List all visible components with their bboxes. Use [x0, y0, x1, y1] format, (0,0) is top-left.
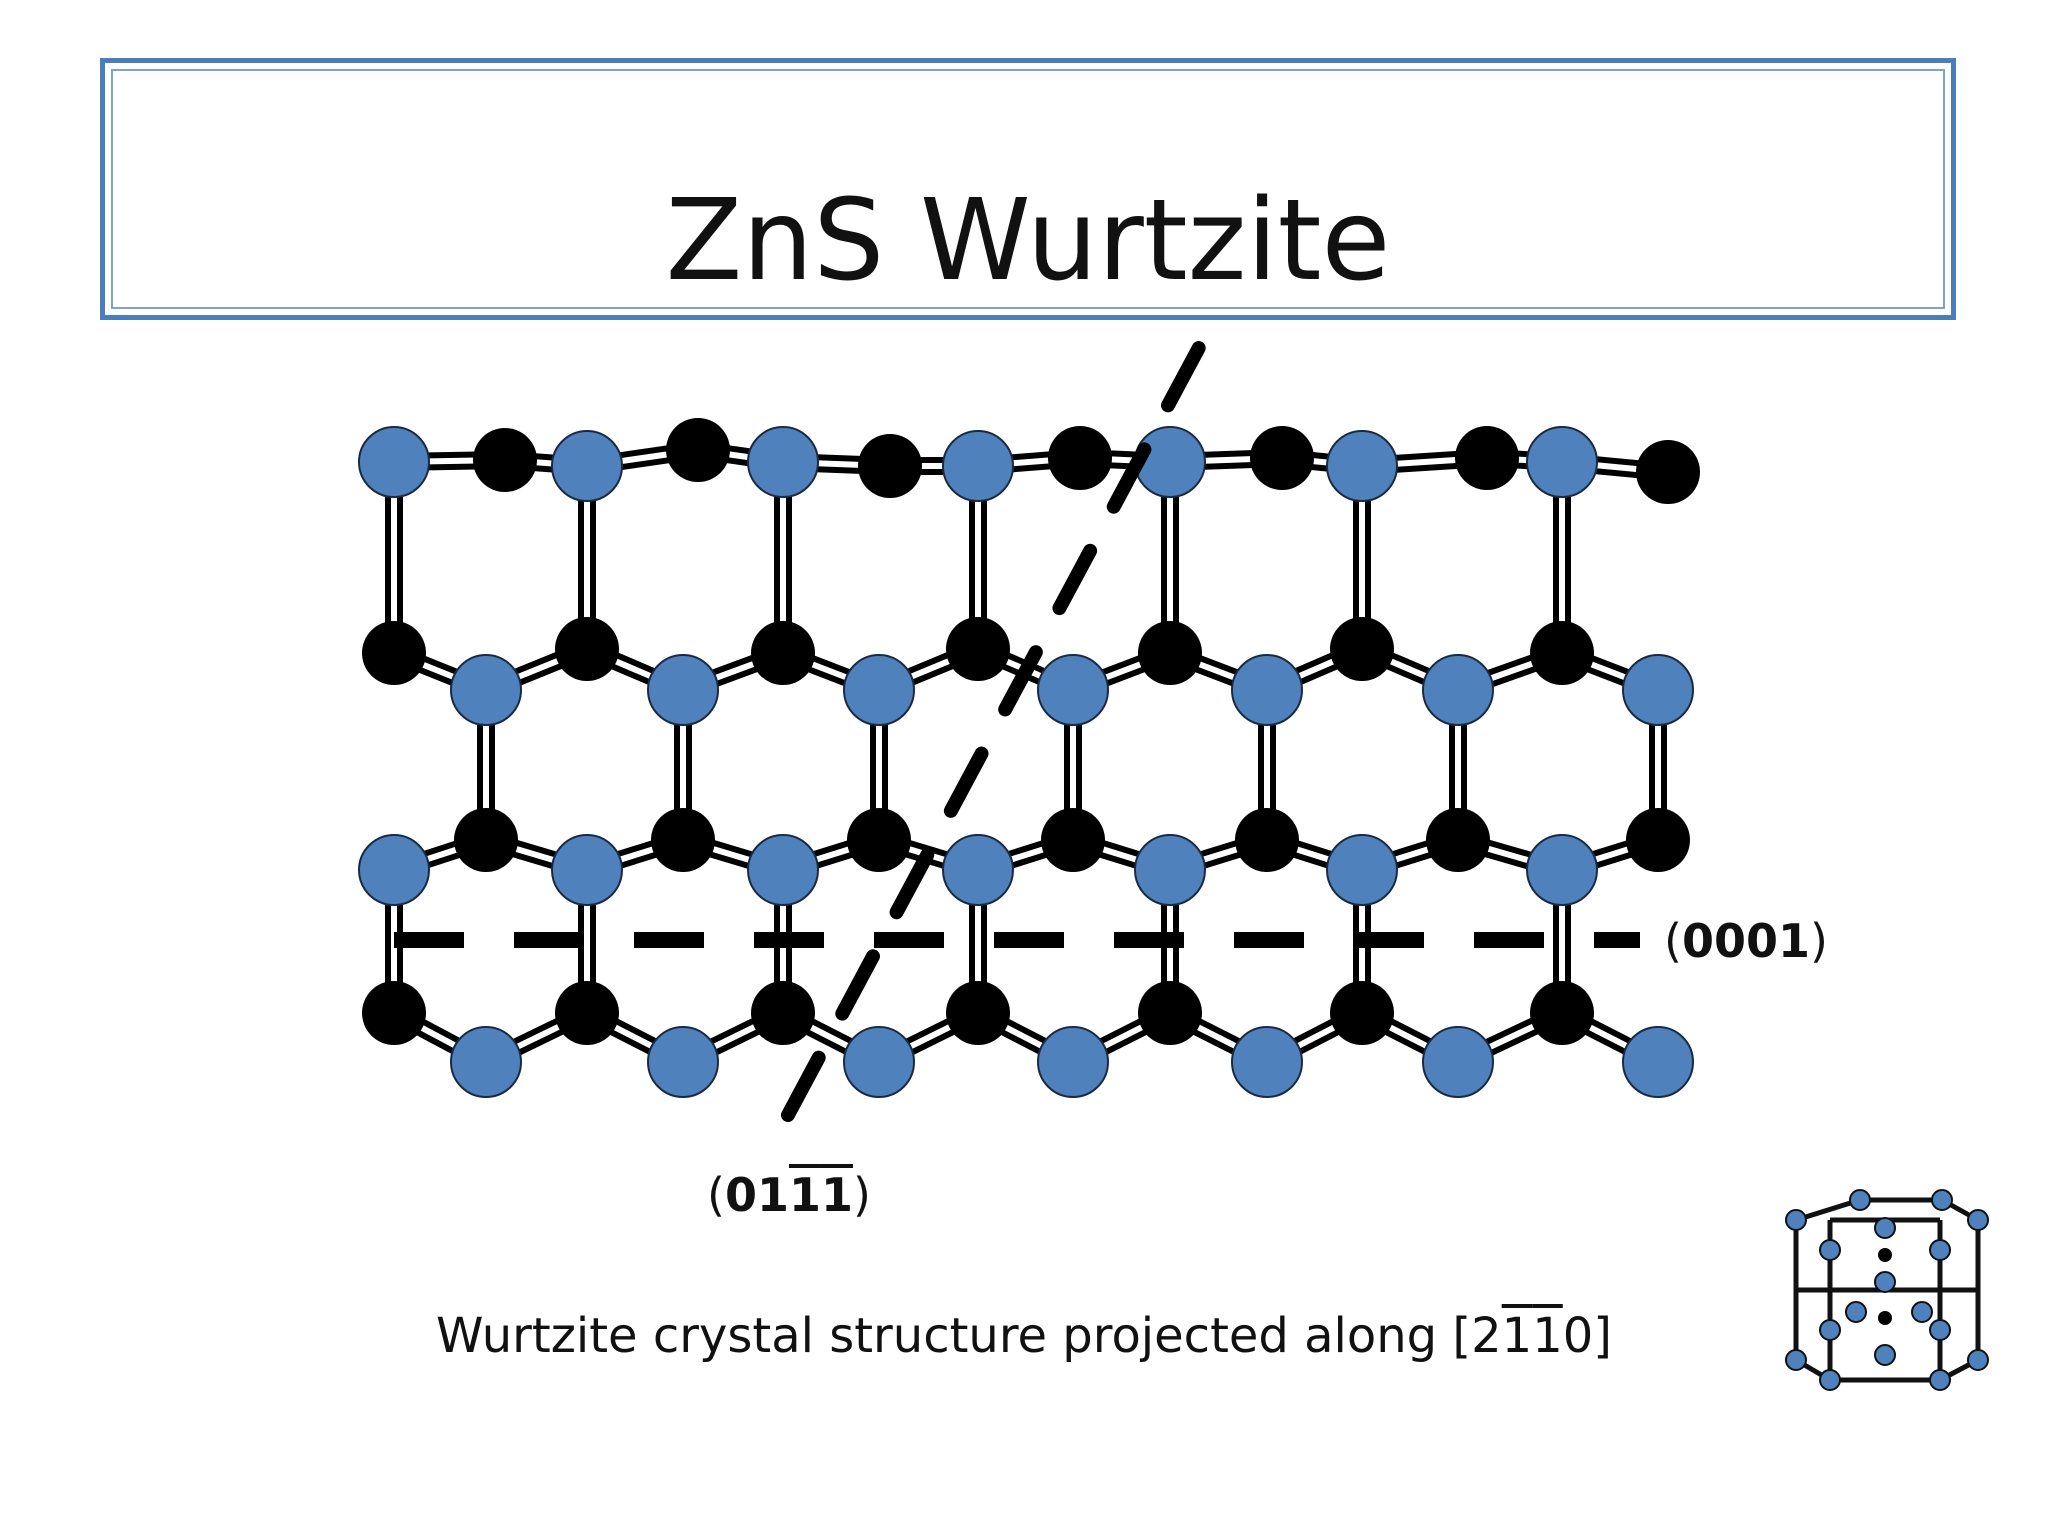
zn-atom	[843, 1026, 915, 1098]
zn-atom	[1422, 654, 1494, 726]
atom-layer	[358, 333, 1700, 1122]
s-atom	[1041, 808, 1105, 872]
zn-atom	[1037, 654, 1109, 726]
plane-01-11-line	[781, 333, 1210, 1122]
diagram-caption: Wurtzite crystal structure projected alo…	[435, 1308, 1613, 1364]
zn-atom	[1326, 834, 1398, 906]
zn-atom	[843, 654, 915, 726]
unit-cell-atom	[1929, 1239, 1951, 1261]
unit-cell-atom	[1849, 1189, 1871, 1211]
zn-atom	[747, 426, 819, 498]
unit-cell-atom	[1874, 1344, 1896, 1366]
s-atom	[946, 981, 1010, 1045]
unit-cell-s-atom	[1878, 1248, 1892, 1262]
s-atom	[362, 621, 426, 685]
zn-atom	[1526, 426, 1598, 498]
unit-cell-atom	[1819, 1319, 1841, 1341]
s-atom	[1626, 808, 1690, 872]
zn-atom	[450, 1026, 522, 1098]
slide-title: ZnS Wurtzite	[665, 176, 1391, 306]
zn-atom	[1134, 834, 1206, 906]
s-atom	[1330, 617, 1394, 681]
s-atom	[751, 621, 815, 685]
unit-cell-atom	[1911, 1301, 1933, 1323]
zn-atom	[647, 654, 719, 726]
s-atom	[946, 617, 1010, 681]
zn-atom	[1422, 1026, 1494, 1098]
unit-cell-atom	[1874, 1271, 1896, 1293]
unit-cell-atom	[1819, 1239, 1841, 1261]
unit-cell-atom	[1785, 1349, 1807, 1371]
title-inner-border	[111, 69, 1945, 309]
s-atom	[651, 808, 715, 872]
s-atom	[362, 981, 426, 1045]
s-atom	[473, 428, 537, 492]
unit-cell-atom	[1845, 1301, 1867, 1323]
unit-cell-edge	[1795, 1197, 1861, 1223]
s-atom	[1048, 426, 1112, 490]
zn-atom	[450, 654, 522, 726]
unit-cell-atom	[1929, 1319, 1951, 1341]
s-atom	[1138, 621, 1202, 685]
zn-atom	[1526, 834, 1598, 906]
s-atom	[1426, 808, 1490, 872]
unit-cell-atom	[1785, 1209, 1807, 1231]
zn-atom	[942, 430, 1014, 502]
s-atom	[1636, 440, 1700, 504]
zn-atom	[1231, 654, 1303, 726]
s-atom	[858, 434, 922, 498]
zn-atom	[551, 430, 623, 502]
s-atom	[1455, 426, 1519, 490]
s-atom	[1530, 621, 1594, 685]
unit-cell-s-atom	[1878, 1311, 1892, 1325]
zn-atom	[647, 1026, 719, 1098]
s-atom	[454, 808, 518, 872]
s-atom	[847, 808, 911, 872]
s-atom	[1530, 981, 1594, 1045]
s-atom	[1330, 981, 1394, 1045]
unit-cell-atom	[1931, 1189, 1953, 1211]
unit-cell-atom	[1967, 1209, 1989, 1231]
zn-atom	[1326, 430, 1398, 502]
s-atom	[1250, 426, 1314, 490]
s-atom	[666, 418, 730, 482]
unit-cell-atom	[1819, 1369, 1841, 1391]
s-atom	[1138, 981, 1202, 1045]
zn-atom	[1622, 654, 1694, 726]
zn-atom	[1622, 1026, 1694, 1098]
zn-atom	[551, 834, 623, 906]
s-atom	[555, 617, 619, 681]
zn-atom	[747, 834, 819, 906]
unit-cell-icon	[1785, 1189, 1989, 1391]
zn-atom	[1231, 1026, 1303, 1098]
zn-atom	[1037, 1026, 1109, 1098]
bond-layer	[385, 441, 1669, 1071]
s-atom	[751, 981, 815, 1045]
zn-atom	[358, 426, 430, 498]
unit-cell-atom	[1967, 1349, 1989, 1371]
unit-cell-atom	[1874, 1217, 1896, 1239]
title-box: ZnS Wurtzite	[100, 58, 1956, 320]
unit-cell-atom	[1929, 1369, 1951, 1391]
zn-atom	[942, 834, 1014, 906]
zn-atom	[358, 834, 430, 906]
plane-label-0001: (0001)	[1664, 914, 1828, 968]
s-atom	[555, 981, 619, 1045]
plane-label-01-11: (0111)	[707, 1168, 871, 1222]
s-atom	[1235, 808, 1299, 872]
